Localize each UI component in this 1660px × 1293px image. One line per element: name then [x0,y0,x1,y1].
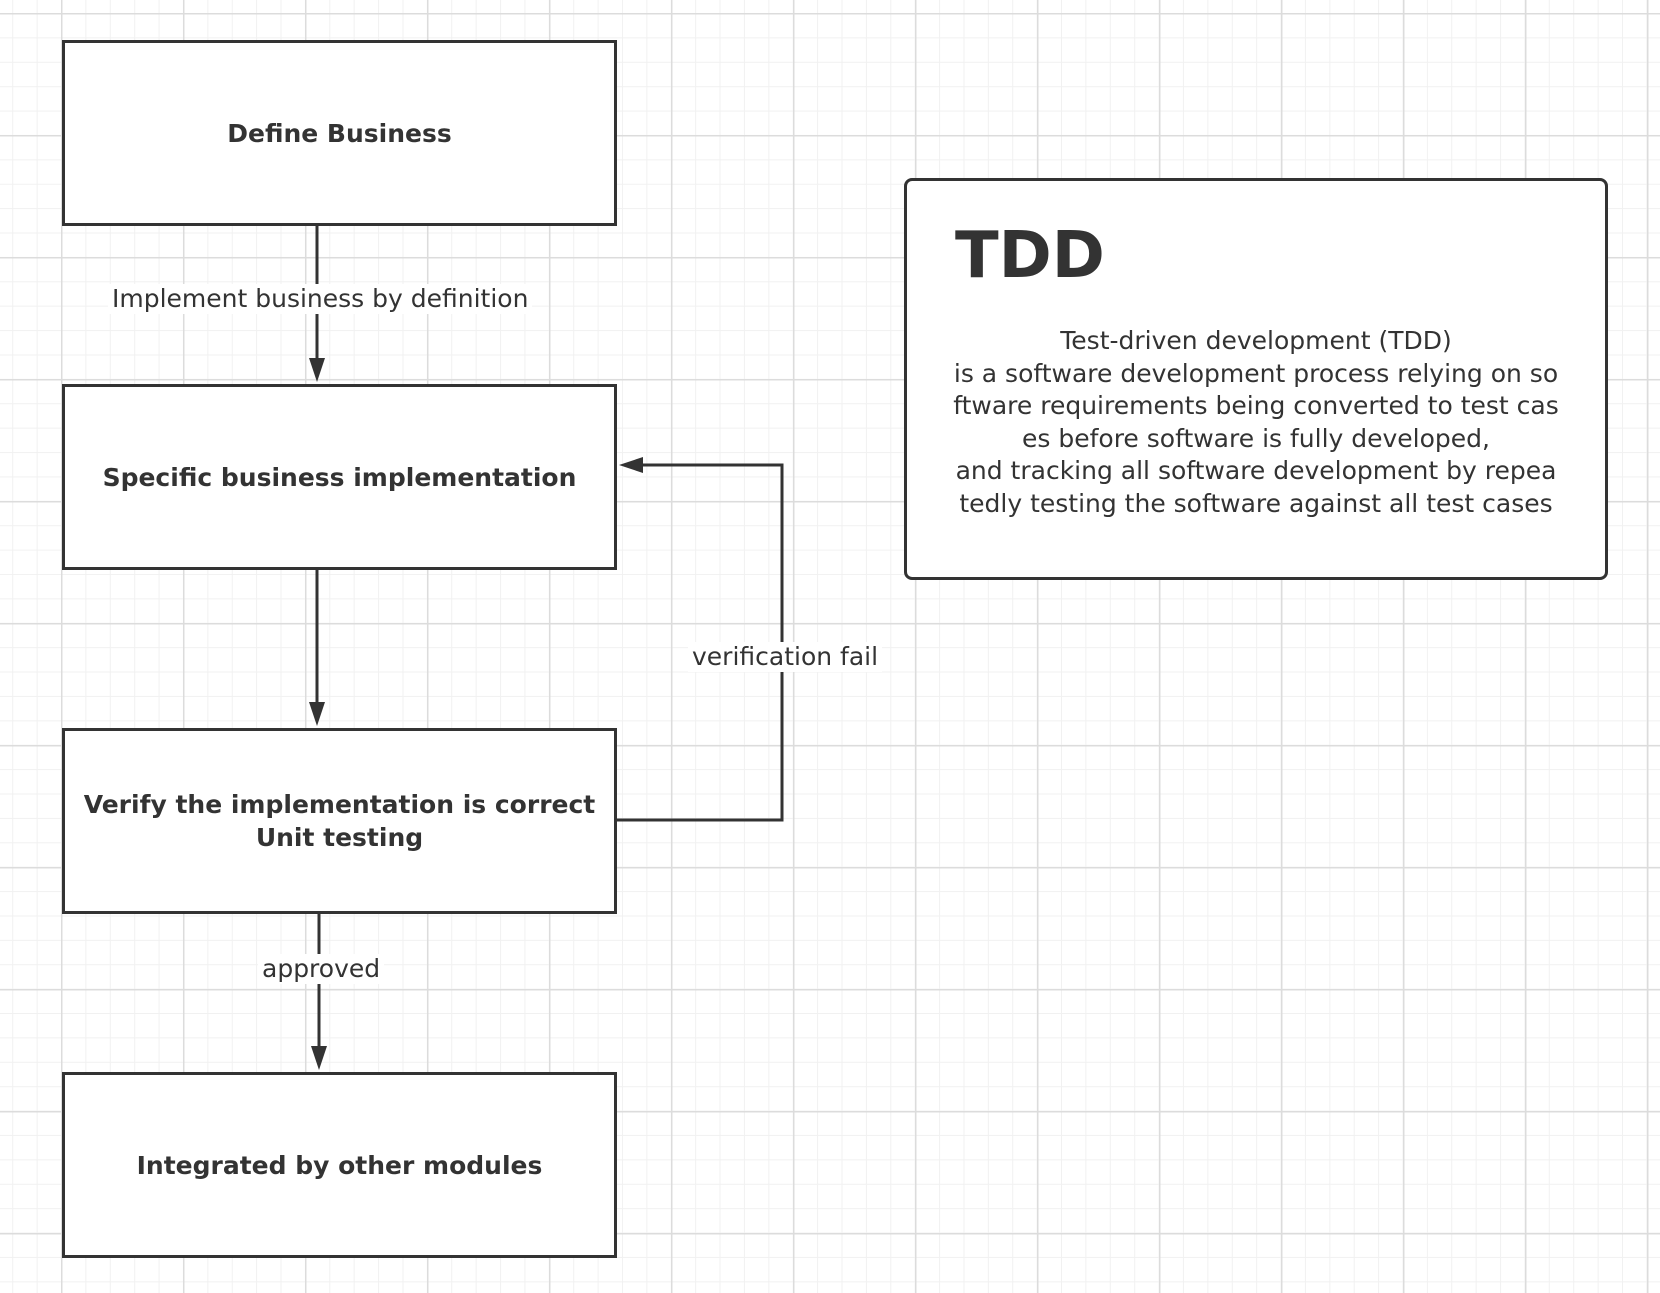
tdd-note-line: is a software development process relyin… [953,358,1559,388]
edge-label-implement-business: Implement business by definition [108,284,533,314]
node-integrated-label: Integrated by other modules [136,1150,543,1180]
node-specific-business-implementation-label: Specific business implementation [102,462,577,492]
node-define-business-label: Define Business [227,118,452,148]
tdd-note-card[interactable]: TDD Test-driven development (TDD) is a s… [904,178,1608,580]
node-specific-business-implementation[interactable]: Specific business implementation [62,384,617,570]
node-verify-line-1: Verify the implementation is correct [83,790,596,819]
tdd-note-line: ftware requirements being converted to t… [953,391,1559,420]
tdd-note-title: TDD [955,219,1105,293]
tdd-note-line: tedly testing the software against all t… [959,488,1553,518]
tdd-note-body: Test-driven development (TDD) is a softw… [935,325,1577,520]
node-verify-implementation[interactable]: Verify the implementation is correct Uni… [62,728,617,914]
edge-label-verification-fail: verification fail [688,642,883,672]
node-integrated-by-other-modules[interactable]: Integrated by other modules [62,1072,617,1258]
tdd-note-line: Test-driven development (TDD) [1060,326,1452,355]
tdd-note-line: es before software is fully developed, [1022,423,1490,453]
arrowhead-verification-fail [619,457,643,473]
arrowhead-integrated [311,1046,327,1070]
arrowhead-implementation [309,358,325,382]
node-define-business[interactable]: Define Business [62,40,617,226]
arrowhead-verify [309,702,325,726]
node-verify-line-2: Unit testing [255,823,424,852]
edge-label-approved: approved [258,954,385,984]
tdd-note-line: and tracking all software development by… [955,456,1557,485]
